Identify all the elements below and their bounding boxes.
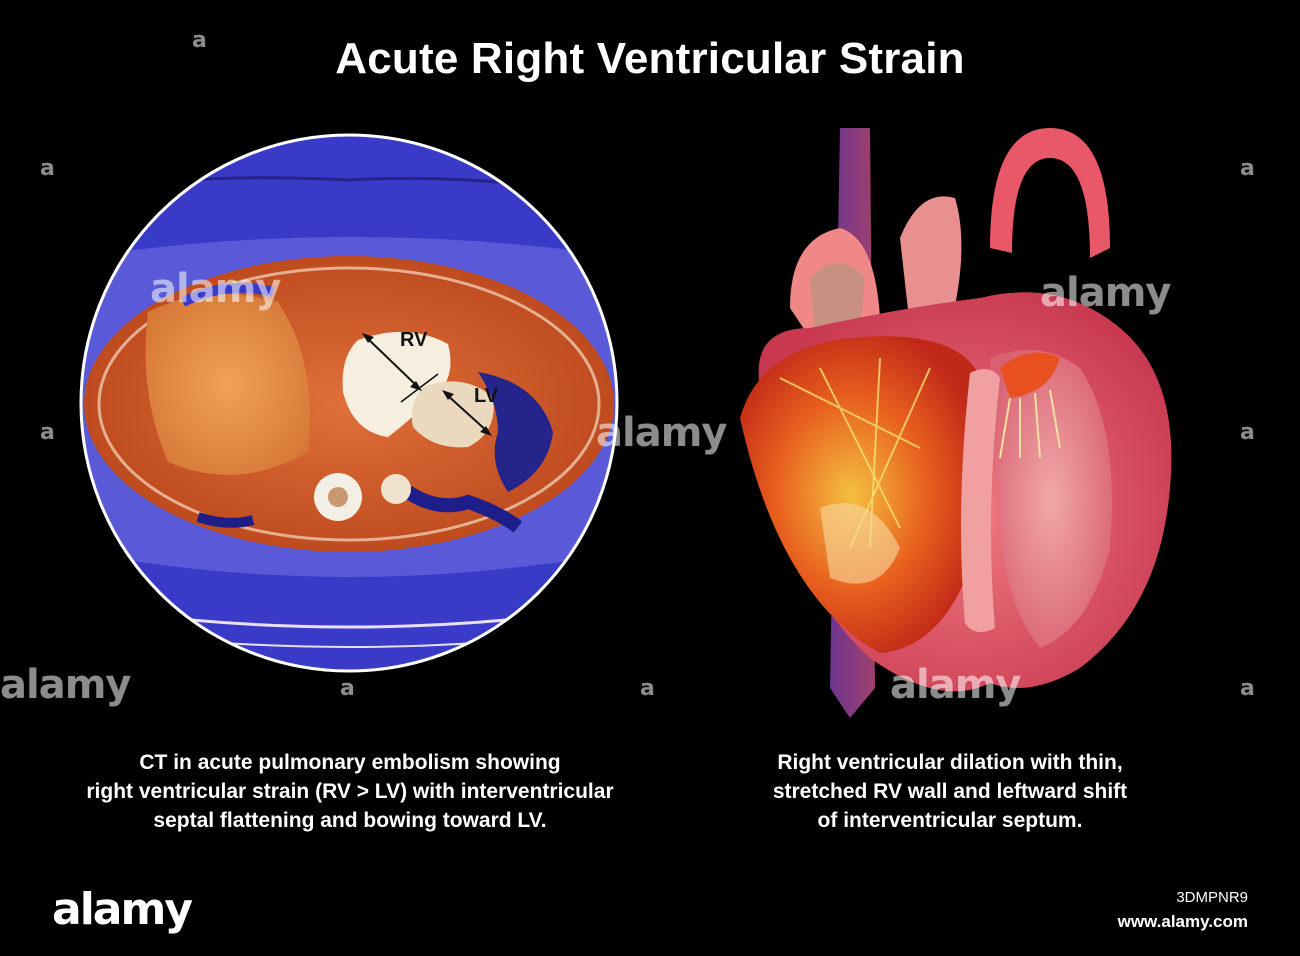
image-id: 3DMPNR9 (1176, 889, 1248, 906)
heart-caption-line-1: Right ventricular dilation with thin, (777, 751, 1123, 774)
heart-caption-line-2: stretched RV wall and leftward shift (772, 780, 1128, 803)
ct-caption-line-3: septal flattening and bowing toward LV. (153, 809, 547, 832)
rv-label: RV (400, 329, 428, 351)
watermark-small: a (1240, 676, 1255, 701)
watermark-small: a (1240, 156, 1255, 181)
watermark-small: a (1240, 420, 1255, 445)
heart-caption-line-3: of interventricular septum. (817, 809, 1083, 832)
watermark: alamy (890, 662, 1021, 708)
watermark: alamy (1040, 270, 1171, 316)
watermark: alamy (150, 266, 281, 312)
watermark: alamy (0, 662, 131, 708)
ct-caption-line-1: CT in acute pulmonary embolism showing (139, 751, 561, 774)
watermark: alamy (596, 410, 727, 456)
site-url: www.alamy.com (1117, 912, 1248, 931)
watermark-small: a (192, 28, 207, 53)
heart-illustration (700, 128, 1220, 728)
watermark-small: a (340, 676, 355, 701)
page-title: Acute Right Ventricular Strain (335, 34, 965, 83)
watermark-small: a (40, 420, 55, 445)
brand-logo: alamy (52, 884, 193, 935)
ct-scan-graphic (79, 133, 619, 673)
watermark-small: a (40, 156, 55, 181)
heart-graphic (740, 128, 1172, 718)
ct-scan-image: RV LV (78, 132, 620, 674)
ct-caption: CT in acute pulmonary embolism showing r… (20, 748, 680, 835)
ct-caption-line-2: right ventricular strain (RV > LV) with … (86, 780, 614, 803)
lv-label: LV (474, 385, 499, 407)
heart-caption: Right ventricular dilation with thin, st… (700, 748, 1200, 835)
watermark-small: a (640, 676, 655, 701)
